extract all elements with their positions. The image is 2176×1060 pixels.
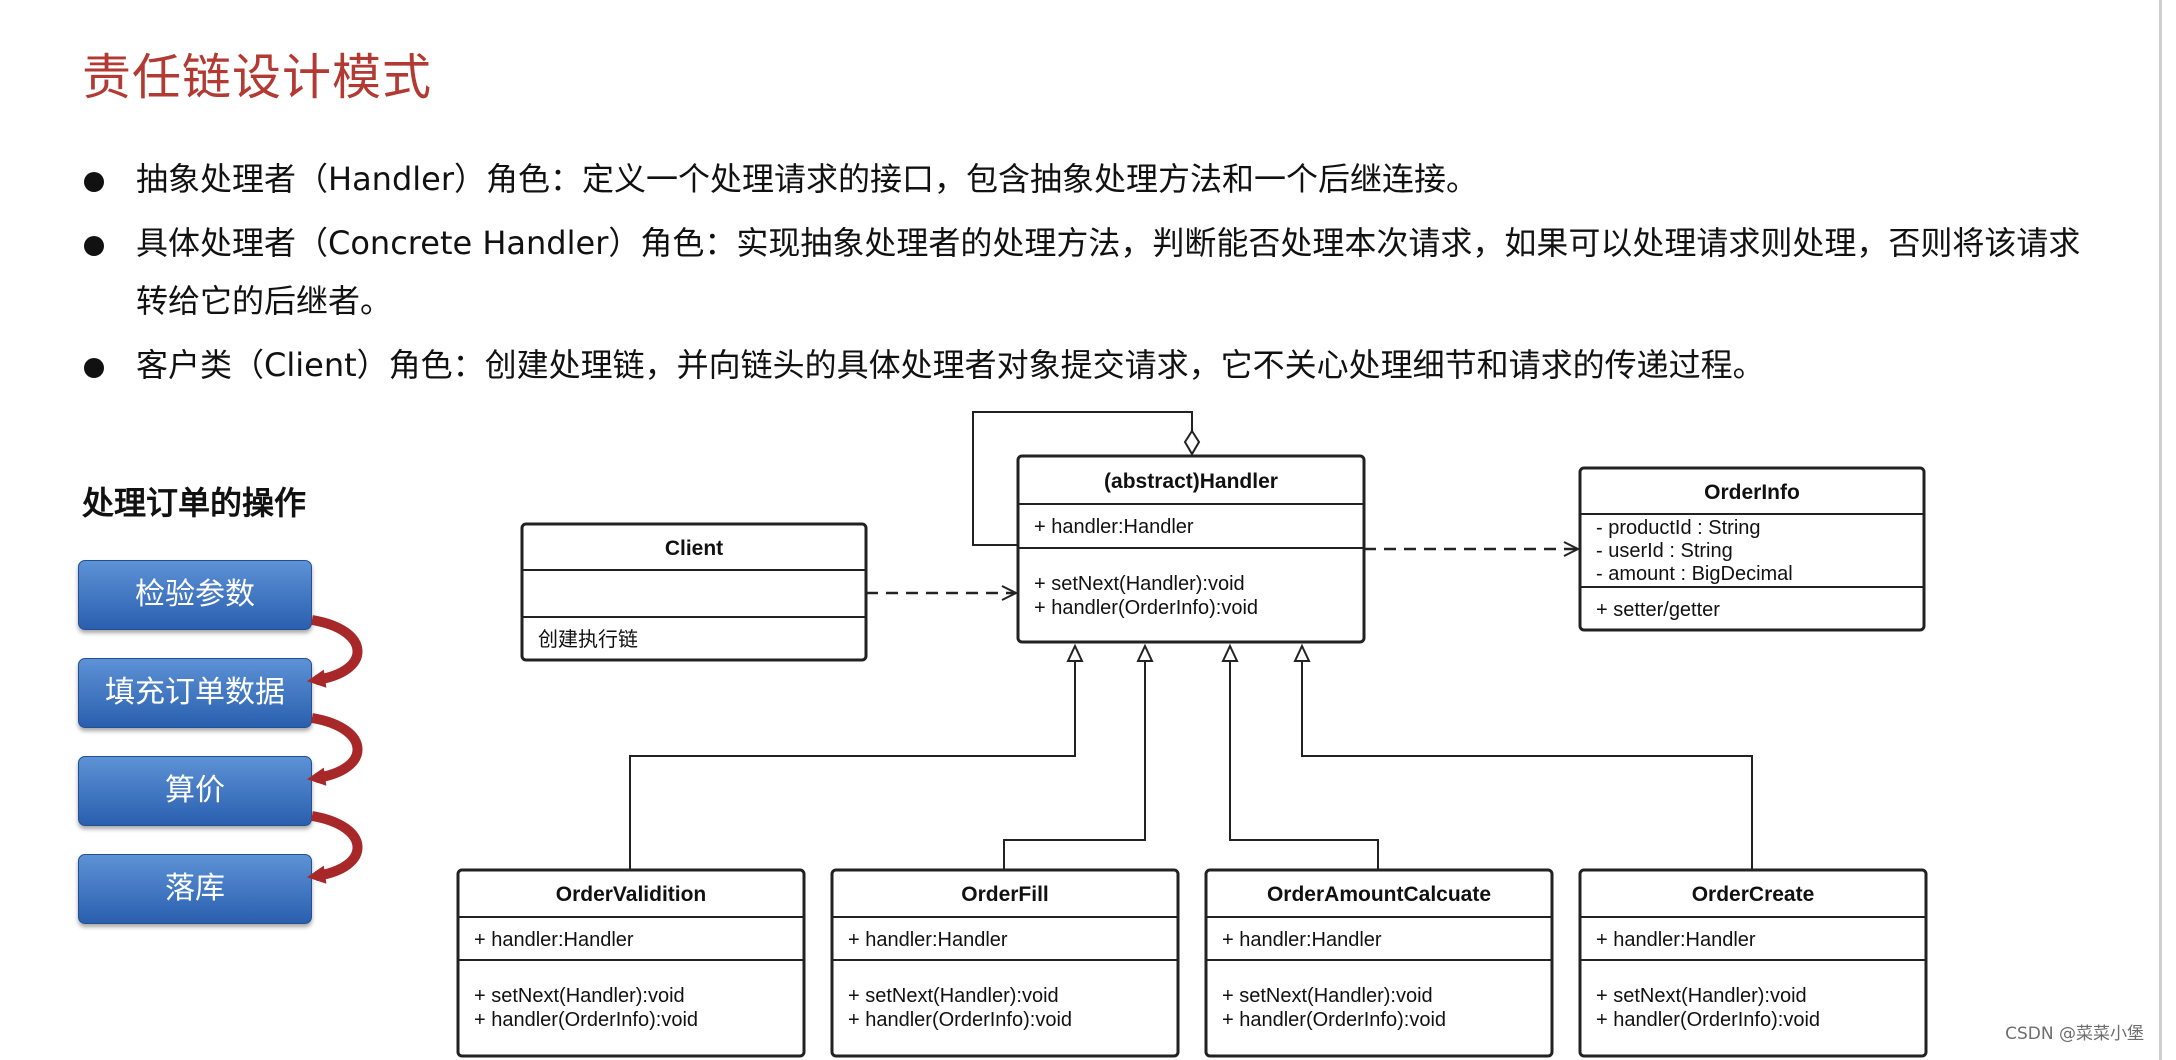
class-handler-method: + setNext(Handler):void — [1034, 573, 1245, 595]
class-order-fill-method: + handler(OrderInfo):void — [848, 1009, 1072, 1031]
class-order-validition[interactable]: OrderValidition + handler:Handler + setN… — [456, 868, 806, 1058]
class-order-fill-name: OrderFill — [961, 883, 1049, 906]
class-handler[interactable]: (abstract)Handler + handler:Handler + se… — [1016, 454, 1366, 644]
step-persist[interactable]: 落库 — [78, 854, 312, 924]
class-handler-method: + handler(OrderInfo):void — [1034, 597, 1258, 619]
class-orderinfo[interactable]: OrderInfo - productId : String - userId … — [1578, 466, 1926, 632]
class-order-fill-attr: + handler:Handler — [848, 929, 1008, 951]
class-order-amount-calcuate-attr: + handler:Handler — [1222, 929, 1382, 951]
class-order-create[interactable]: OrderCreate + handler:Handler + setNext(… — [1578, 868, 1928, 1058]
bullet-list: 抽象处理者（Handler）角色：定义一个处理请求的接口，包含抽象处理方法和一个… — [84, 150, 2084, 400]
class-order-create-method: + handler(OrderInfo):void — [1596, 1009, 1820, 1031]
class-order-validition-attr: + handler:Handler — [474, 929, 634, 951]
bullet-item-client: 客户类（Client）角色：创建处理链，并向链头的具体处理者对象提交请求，它不关… — [84, 336, 2084, 394]
class-handler-attr: + handler:Handler — [1034, 516, 1194, 538]
class-order-fill-method: + setNext(Handler):void — [848, 985, 1059, 1007]
inheritance-arrow-icon — [1066, 643, 1084, 662]
class-order-create-name: OrderCreate — [1692, 883, 1815, 906]
class-order-validition-method: + handler(OrderInfo):void — [474, 1009, 698, 1031]
inheritance-line-create — [1301, 660, 1753, 870]
class-handler-name: (abstract)Handler — [1104, 470, 1278, 493]
class-order-amount-calcuate-method: + handler(OrderInfo):void — [1222, 1009, 1446, 1031]
class-order-validition-name: OrderValidition — [556, 883, 707, 906]
watermark: CSDN @菜菜小堡 — [2005, 1024, 2144, 1044]
step-calc-price[interactable]: 算价 — [78, 756, 312, 826]
class-client-name: Client — [665, 537, 723, 560]
class-order-create-method: + setNext(Handler):void — [1596, 985, 1807, 1007]
flow-arrow-icon — [306, 615, 363, 688]
inheritance-arrow-icon — [1293, 643, 1311, 662]
flow-arrow-icon — [306, 713, 363, 786]
inheritance-line-validition — [629, 660, 1076, 870]
class-order-amount-calcuate-method: + setNext(Handler):void — [1222, 985, 1433, 1007]
class-client[interactable]: Client 创建执行链 — [520, 522, 868, 662]
class-orderinfo-attr: - amount : BigDecimal — [1596, 563, 1793, 585]
step-validate-params[interactable]: 检验参数 — [78, 560, 312, 630]
inheritance-line-fill — [1003, 660, 1146, 870]
bullet-item-concrete-handler: 具体处理者（Concrete Handler）角色：实现抽象处理者的处理方法，判… — [84, 214, 2084, 330]
inheritance-line-amount — [1229, 660, 1379, 870]
class-orderinfo-attr: - productId : String — [1596, 517, 1761, 539]
inheritance-arrow-icon — [1136, 643, 1154, 662]
self-association-line — [972, 411, 1193, 546]
step-fill-order-data[interactable]: 填充订单数据 — [78, 658, 312, 728]
class-orderinfo-name: OrderInfo — [1704, 481, 1800, 504]
flow-arrow-icon — [306, 811, 363, 884]
class-order-amount-calcuate[interactable]: OrderAmountCalcuate + handler:Handler + … — [1204, 868, 1554, 1058]
aggregation-diamond-icon — [1183, 429, 1201, 456]
class-orderinfo-attr: - userId : String — [1596, 540, 1733, 562]
class-order-fill[interactable]: OrderFill + handler:Handler + setNext(Ha… — [830, 868, 1180, 1058]
inheritance-arrow-icon — [1221, 643, 1239, 662]
class-orderinfo-method: + setter/getter — [1596, 599, 1720, 621]
class-order-validition-method: + setNext(Handler):void — [474, 985, 685, 1007]
flow-title: 处理订单的操作 — [82, 484, 307, 522]
right-edge-divider — [2159, 0, 2162, 1060]
class-order-amount-calcuate-name: OrderAmountCalcuate — [1267, 883, 1491, 906]
class-order-create-attr: + handler:Handler — [1596, 929, 1756, 951]
bullet-item-handler: 抽象处理者（Handler）角色：定义一个处理请求的接口，包含抽象处理方法和一个… — [84, 150, 2084, 208]
class-client-method: 创建执行链 — [538, 628, 638, 651]
page-title: 责任链设计模式 — [82, 49, 433, 106]
